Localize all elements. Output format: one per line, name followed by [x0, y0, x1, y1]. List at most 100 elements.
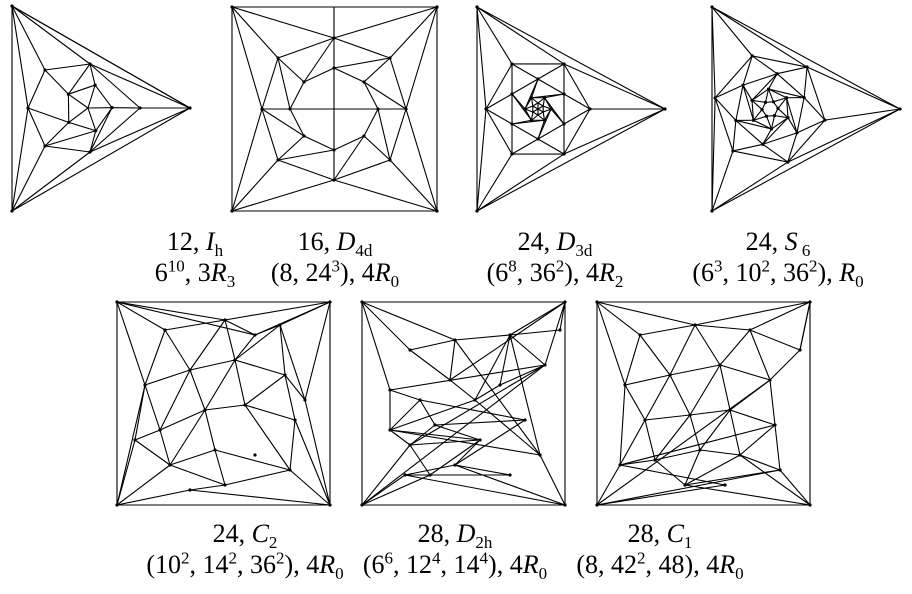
edge: [739, 424, 776, 456]
vertex: [775, 72, 779, 76]
vertex: [302, 80, 306, 84]
edge: [619, 424, 776, 466]
edge: [711, 6, 808, 68]
vertex: [93, 83, 97, 87]
vertex: [898, 107, 902, 111]
edge: [773, 115, 789, 119]
edge: [732, 143, 764, 152]
vertex: [734, 118, 738, 123]
vertex: [188, 106, 192, 110]
edge: [476, 6, 513, 65]
vertex: [529, 118, 534, 122]
hex-2: [537, 78, 565, 95]
edge: [764, 88, 770, 103]
edge: [89, 107, 113, 153]
vertex: [538, 453, 542, 457]
vertex: [213, 448, 217, 452]
edge: [719, 364, 731, 411]
edge: [537, 138, 565, 155]
edge: [711, 6, 753, 57]
edge: [742, 84, 755, 121]
edge: [729, 409, 741, 456]
edge: [44, 130, 97, 147]
vertex: [233, 358, 237, 362]
spoke: [67, 93, 89, 109]
edge: [159, 369, 191, 431]
edge: [234, 334, 256, 361]
edge: [787, 132, 798, 163]
edge: [409, 364, 546, 446]
edge: [204, 359, 236, 411]
ring-inner: [67, 84, 96, 95]
vertex: [595, 300, 599, 304]
graph-drawing: [115, 300, 332, 507]
vertex: [773, 423, 777, 427]
vertex: [543, 363, 547, 367]
vertex: [288, 468, 292, 472]
edge: [231, 179, 335, 212]
edge: [214, 449, 291, 471]
edge: [669, 364, 721, 376]
edge: [824, 108, 901, 121]
edge: [231, 6, 263, 110]
edge: [234, 324, 281, 361]
graph-figure-f: [350, 290, 585, 515]
figure-caption: 24, S 6(63, 102, 362), R0: [628, 226, 912, 290]
vertex: [710, 5, 714, 9]
edge: [224, 301, 331, 321]
vertex: [643, 418, 647, 422]
edge: [389, 389, 421, 401]
edge: [749, 329, 771, 381]
hex-3: [752, 119, 773, 130]
vertex: [67, 120, 71, 124]
octagon: [303, 67, 335, 83]
outer-octagon: [261, 108, 279, 161]
outer-octagon: [261, 57, 279, 110]
edge: [333, 179, 438, 212]
edge: [537, 105, 544, 110]
edge: [619, 464, 726, 486]
edge: [689, 414, 701, 451]
edge: [234, 359, 246, 406]
edge: [361, 474, 431, 506]
edge: [499, 334, 511, 386]
ring-inner: [95, 107, 113, 132]
edge: [803, 66, 808, 99]
edge: [277, 149, 335, 161]
edge: [476, 108, 487, 212]
edge: [409, 439, 481, 446]
edge: [454, 339, 541, 456]
vertex: [203, 408, 207, 412]
vertex: [10, 209, 14, 213]
vertex: [453, 463, 457, 467]
vertex: [88, 62, 92, 66]
vertex: [786, 116, 790, 120]
edge: [596, 379, 771, 506]
edge: [169, 464, 226, 486]
vertex: [588, 107, 592, 111]
outer-triangle: [476, 108, 666, 212]
vertex: [10, 4, 14, 8]
edge: [361, 444, 411, 506]
edge: [711, 150, 734, 212]
edge: [785, 97, 798, 134]
caption-vertex-symmetry: 24, C2: [212, 519, 278, 553]
edge: [654, 459, 686, 486]
vertex: [563, 300, 567, 304]
edge: [563, 108, 591, 125]
vertex: [683, 483, 687, 487]
caption-face-signature: (8, 422, 48), 4R0: [576, 548, 744, 584]
vertex: [766, 87, 771, 91]
edge: [164, 319, 226, 331]
vertex: [332, 66, 336, 70]
vertex: [523, 418, 527, 422]
vertex: [332, 178, 336, 182]
edge: [363, 81, 407, 110]
vertex: [243, 403, 247, 407]
vertex: [362, 80, 366, 84]
edge: [803, 97, 826, 121]
vertex: [760, 107, 764, 112]
ring-inner: [94, 84, 113, 109]
edge: [777, 97, 788, 109]
edge: [694, 301, 811, 326]
